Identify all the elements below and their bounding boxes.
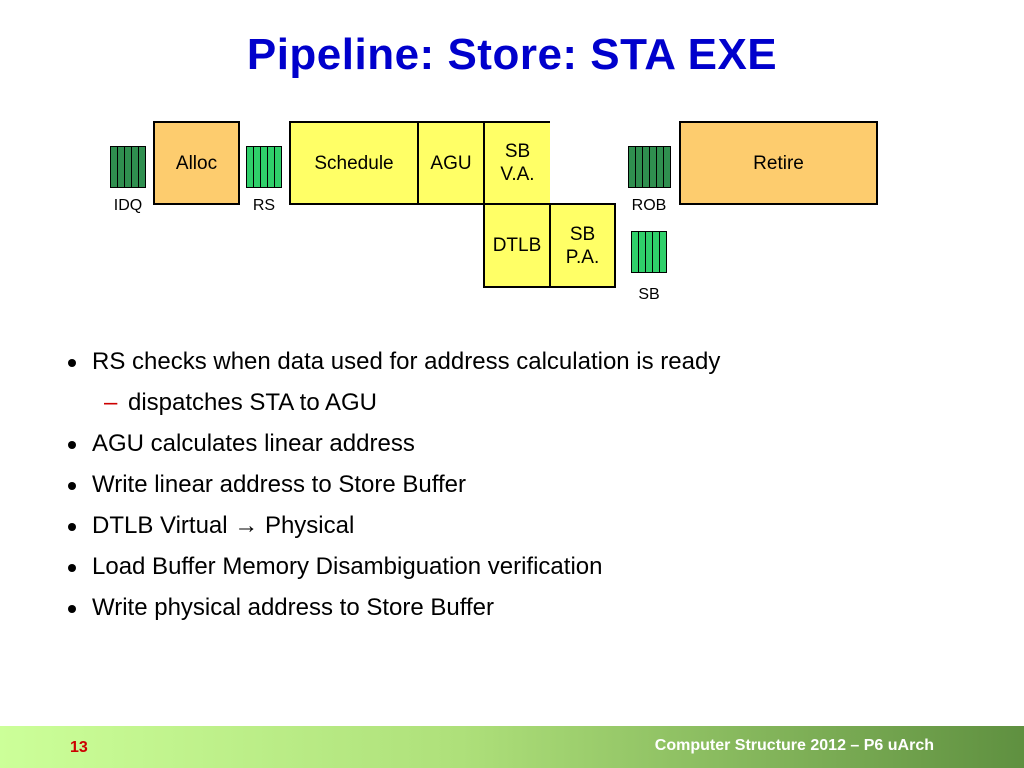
stage-sb-va: SB V.A. — [483, 121, 550, 205]
bullet-item: Write physical address to Store Buffer — [62, 592, 720, 633]
stage-agu-label: AGU — [430, 152, 472, 174]
stage-retire-label: Retire — [753, 152, 804, 174]
stage-retire: Retire — [679, 121, 878, 205]
bullet-item: AGU calculates linear address — [62, 428, 720, 469]
slide-title: Pipeline: Store: STA EXE — [246, 30, 778, 79]
bullet-item: DTLB Virtual → Physical — [62, 510, 720, 551]
stage-alloc: Alloc — [153, 121, 240, 205]
sb-va-line1: SB — [504, 141, 531, 162]
sb-buffer-icon — [631, 231, 667, 273]
stage-dtlb: DTLB — [483, 203, 551, 288]
stage-sb-pa: SB P.A. — [549, 203, 616, 288]
sb-label: SB — [638, 286, 660, 303]
stage-schedule: Schedule — [289, 121, 419, 205]
rob-buffer-icon — [628, 146, 671, 188]
sb-pa-line1: SB — [569, 223, 596, 245]
sub-bullet-dash: – — [104, 389, 118, 416]
sub-bullet-item: – dispatches STA to AGU — [62, 387, 720, 428]
footer-bar: 13 Computer Structure 2012 – P6 uArch — [0, 726, 1024, 768]
bullet-item: Write linear address to Store Buffer — [62, 469, 720, 510]
stage-schedule-label: Schedule — [314, 152, 394, 174]
rs-label: RS — [252, 197, 276, 214]
sub-bullet-text: dispatches STA to AGU — [128, 389, 378, 416]
stage-alloc-label: Alloc — [175, 152, 218, 174]
idq-buffer-icon — [110, 146, 146, 188]
stage-sb-va-label: SB V.A. — [500, 140, 534, 186]
rs-buffer-icon — [246, 146, 282, 188]
rob-label: ROB — [631, 197, 667, 214]
stage-dtlb-label: DTLB — [492, 235, 542, 256]
footer-text: Computer Structure 2012 – P6 uArch — [654, 737, 934, 754]
idq-label: IDQ — [113, 197, 143, 214]
bullet-item: RS checks when data used for address cal… — [62, 346, 720, 387]
bullet-item: Load Buffer Memory Disambiguation verifi… — [62, 551, 720, 592]
bullet-list: RS checks when data used for address cal… — [62, 346, 720, 633]
stage-agu: AGU — [417, 121, 485, 205]
sb-va-line2: V.A. — [500, 164, 535, 185]
page-number: 13 — [70, 739, 88, 756]
sb-pa-line2: P.A. — [565, 246, 600, 268]
stage-sb-pa-label: SB P.A. — [566, 223, 599, 269]
